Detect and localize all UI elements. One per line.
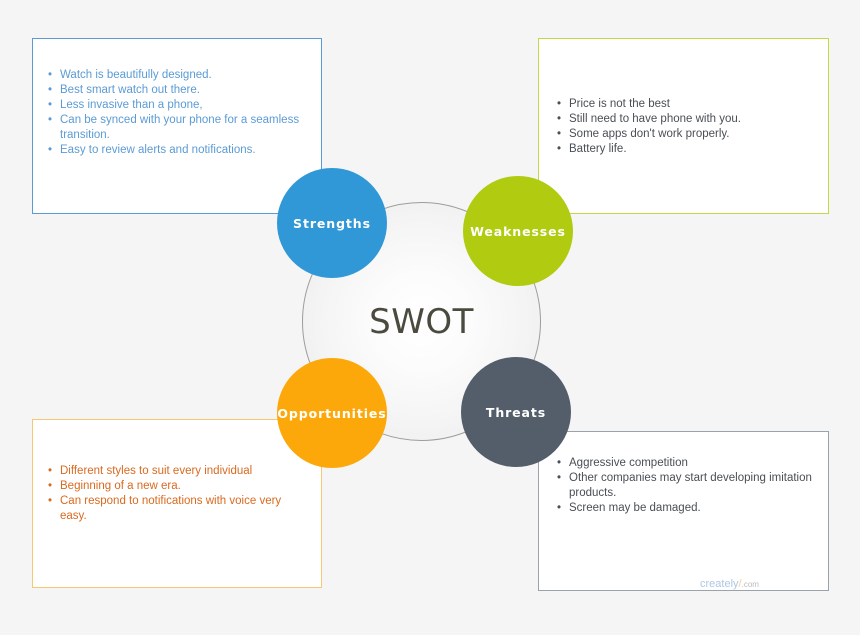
list-item: Beginning of a new era. <box>48 479 302 494</box>
watermark-text: creately <box>700 578 739 590</box>
list-item: Price is not the best <box>557 97 819 112</box>
creately-watermark: creately/.com <box>700 578 850 594</box>
list-item: Watch is beautifully designed. <box>48 68 308 83</box>
watermark-accent: / <box>738 578 742 590</box>
strengths-circle-label: Strengths <box>293 215 371 231</box>
list-item: Best smart watch out there. <box>48 83 308 98</box>
list-item: Can be synced with your phone for a seam… <box>48 113 308 142</box>
list-item: Aggressive competition <box>557 456 819 471</box>
swot-center-label: SWOT <box>369 301 474 342</box>
list-item: Battery life. <box>557 142 819 157</box>
watermark-suffix: .com <box>741 580 759 589</box>
threats-circle[interactable]: Threats <box>461 357 571 467</box>
strengths-circle[interactable]: Strengths <box>277 168 387 278</box>
opportunities-circle[interactable]: Opportunities <box>277 358 387 468</box>
opportunities-bullet-list: Different styles to suit every individua… <box>48 464 302 524</box>
list-item: Can respond to notifications with voice … <box>48 494 302 523</box>
list-item: Different styles to suit every individua… <box>48 464 302 479</box>
threats-bullet-list: Aggressive competitionOther companies ma… <box>557 456 819 516</box>
weaknesses-circle[interactable]: Weaknesses <box>463 176 573 286</box>
strengths-bullet-list: Watch is beautifully designed.Best smart… <box>48 68 308 158</box>
list-item: Easy to review alerts and notifications. <box>48 143 308 158</box>
list-item: Other companies may start developing imi… <box>557 471 819 500</box>
list-item: Screen may be damaged. <box>557 501 819 516</box>
opportunities-circle-label: Opportunities <box>277 405 387 421</box>
list-item: Some apps don't work properly. <box>557 127 819 142</box>
list-item: Still need to have phone with you. <box>557 112 819 127</box>
weaknesses-bullet-list: Price is not the bestStill need to have … <box>557 97 819 157</box>
weaknesses-circle-label: Weaknesses <box>470 223 566 239</box>
threats-circle-label: Threats <box>485 404 547 420</box>
list-item: Less invasive than a phone, <box>48 98 308 113</box>
